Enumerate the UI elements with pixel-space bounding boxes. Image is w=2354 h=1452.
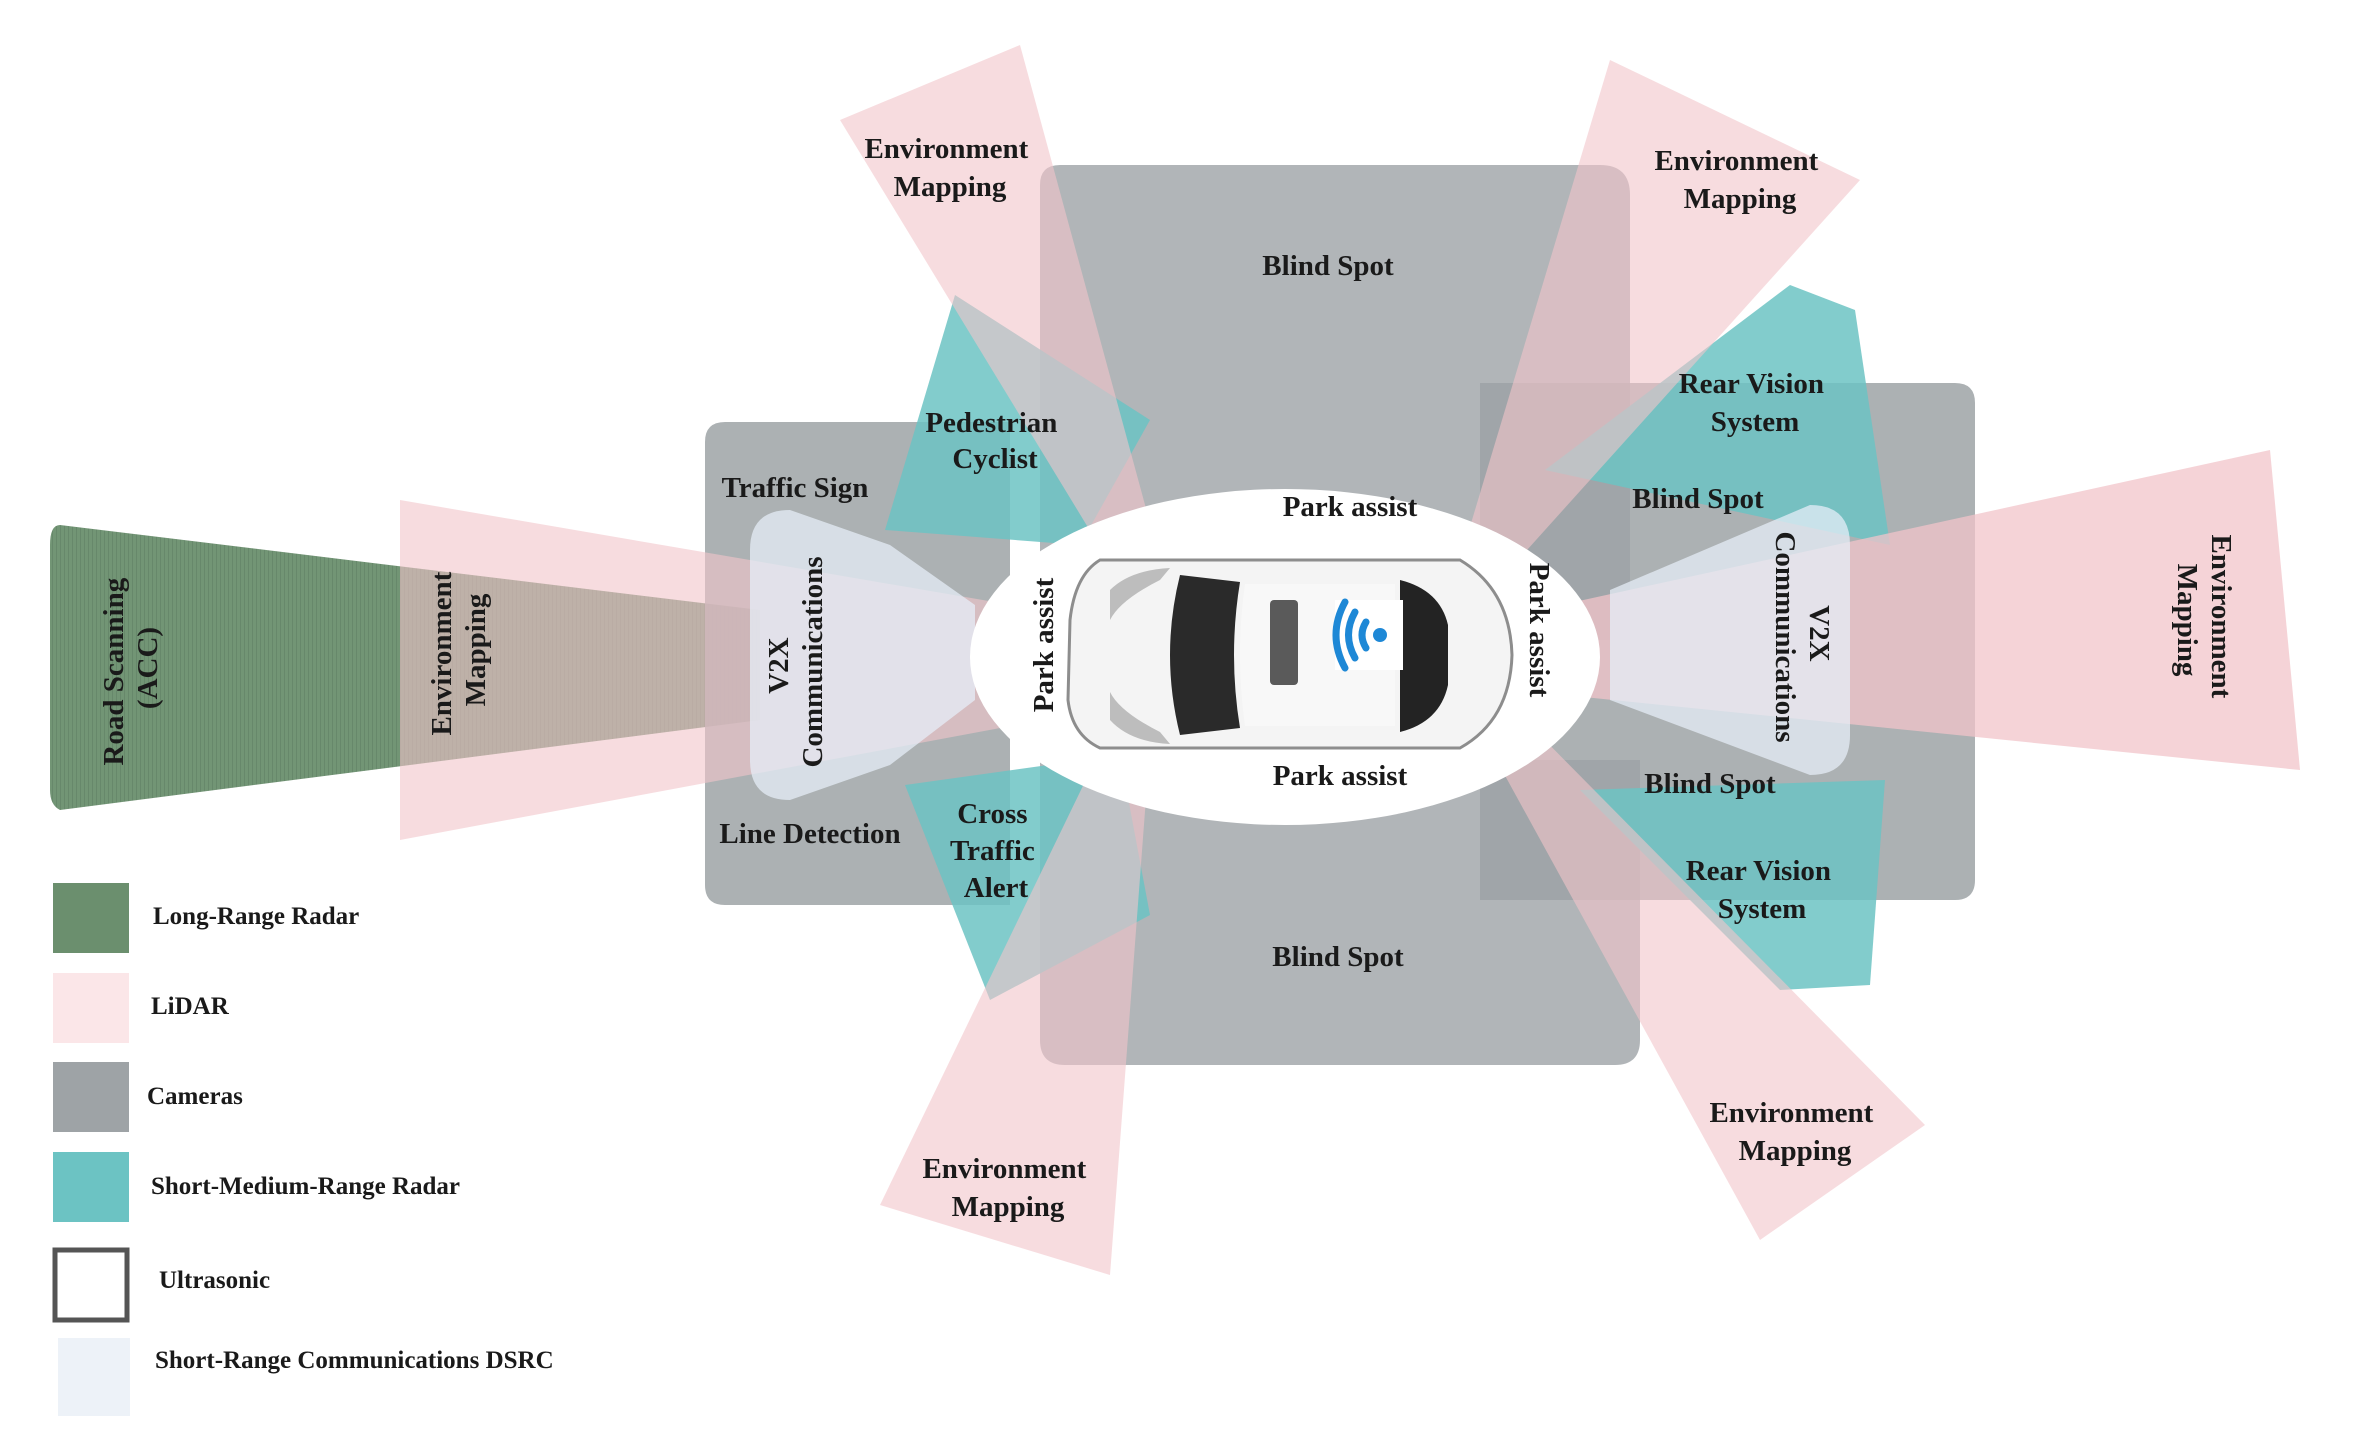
blind-spot-right-top-label: Blind Spot xyxy=(1632,483,1764,515)
legend-label-cameras: Cameras xyxy=(147,1083,243,1110)
rear-vision-top-radar-zone xyxy=(1545,285,1890,545)
legend-label-lidar: LiDAR xyxy=(151,993,230,1020)
blind-spot-top-label: Blind Spot xyxy=(1262,250,1394,282)
env-bottom-left-label: Environment Mapping xyxy=(922,1153,1093,1223)
v2x-front-zone xyxy=(750,510,975,800)
traffic-sign-label: Traffic Sign xyxy=(722,472,869,504)
park-assist-right-label: Park assist xyxy=(1523,563,1555,698)
blind-spot-bottom-zone xyxy=(1040,760,1640,1065)
legend-label-long-range-radar: Long-Range Radar xyxy=(153,903,359,930)
legend-label-ultrasonic: Ultrasonic xyxy=(159,1267,270,1294)
legend-swatch-dsrc xyxy=(58,1338,130,1416)
blind-spot-bottom-label: Blind Spot xyxy=(1272,941,1404,973)
legend-swatch-long-range-radar xyxy=(53,883,129,953)
line-detection-label: Line Detection xyxy=(719,818,900,850)
rear-vision-bottom-label: Rear Vision System xyxy=(1686,855,1839,925)
lidar-top-left-zone xyxy=(840,45,1160,580)
v2x-rear-zone xyxy=(1610,505,1850,775)
env-top-right-label: Environment Mapping xyxy=(1654,145,1825,215)
legend-label-short-medium-radar: Short-Medium-Range Radar xyxy=(151,1173,460,1200)
lidar-bottom-left-zone xyxy=(880,730,1150,1275)
env-top-left-label: Environment Mapping xyxy=(864,133,1035,203)
v2x-rear-label: V2X Communications xyxy=(1769,531,1835,742)
env-bottom-right-label: Environment Mapping xyxy=(1709,1097,1880,1167)
park-assist-bottom-label: Park assist xyxy=(1273,760,1408,792)
blind-spot-right-bottom-label: Blind Spot xyxy=(1644,768,1776,800)
park-assist-left-label: Park assist xyxy=(1028,577,1060,712)
cross-traffic-label: Cross Traffic Alert xyxy=(950,798,1042,904)
legend-swatch-lidar xyxy=(53,973,129,1043)
legend-swatch-ultrasonic xyxy=(52,1247,130,1323)
rear-vision-bottom-radar-zone xyxy=(1580,780,1885,990)
car-illustration xyxy=(1066,558,1514,750)
lidar-top-right-zone xyxy=(1460,60,1860,580)
lidar-bottom-right-zone xyxy=(1480,715,1925,1240)
park-assist-top-label: Park assist xyxy=(1283,491,1418,523)
legend: Long-Range Radar LiDAR Cameras Short-Med… xyxy=(52,883,554,1416)
legend-swatch-short-medium-radar xyxy=(53,1152,129,1222)
pedestrian-cyclist-label: Pedestrian Cyclist xyxy=(925,407,1064,475)
env-front-left-label: Environment Mapping xyxy=(426,564,492,735)
legend-swatch-cameras xyxy=(53,1062,129,1132)
legend-label-dsrc: Short-Range Communications DSRC xyxy=(155,1347,554,1374)
lidar-front-zone xyxy=(400,500,1070,840)
wifi-icon xyxy=(1332,598,1403,672)
v2x-front-label: V2X Communications xyxy=(763,556,829,767)
env-rear-label: Environment Mapping xyxy=(2171,534,2237,705)
rear-vision-top-label: Rear Vision System xyxy=(1679,368,1832,438)
road-scanning-label: Road Scanning (ACC) xyxy=(98,570,164,765)
